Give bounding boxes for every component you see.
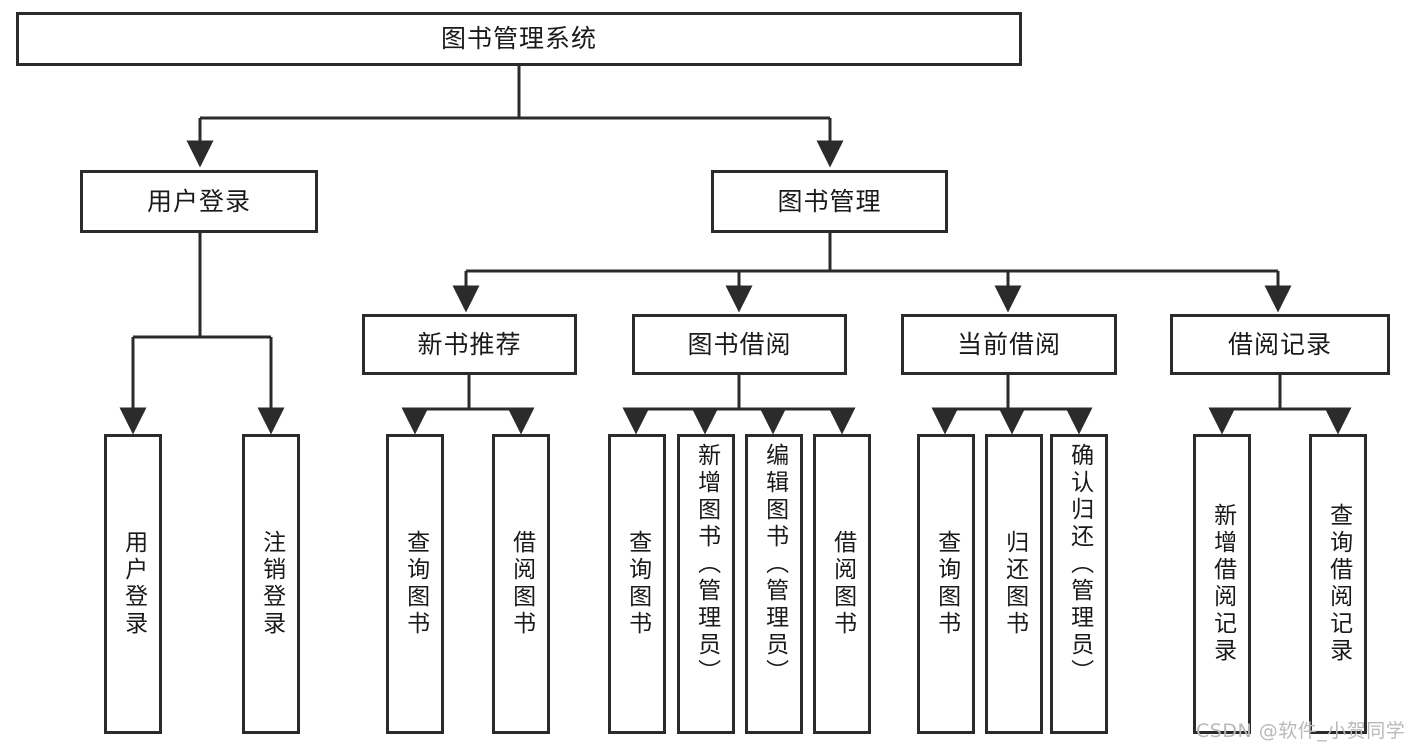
node-label: 新增图书（管理员） — [693, 443, 720, 686]
node-new-book-recommend[interactable]: 新书推荐 — [362, 314, 577, 375]
node-label: 查询借阅记录 — [1325, 503, 1352, 665]
leaf-current-borrow-2[interactable]: 确认归还（管理员） — [1050, 434, 1108, 734]
node-label: 编辑图书（管理员） — [761, 443, 788, 686]
csdn-watermark: CSDN @软件_小贺同学 — [1196, 720, 1405, 742]
node-label: 图书借阅 — [687, 329, 792, 359]
node-label: 当前借阅 — [956, 329, 1061, 359]
node-book-management[interactable]: 图书管理 — [711, 170, 948, 233]
leaf-new-book-0[interactable]: 查询图书 — [386, 434, 444, 734]
leaf-current-borrow-0[interactable]: 查询图书 — [917, 434, 975, 734]
node-label: 查询图书 — [402, 530, 429, 638]
leaf-book-borrow-3[interactable]: 借阅图书 — [813, 434, 871, 734]
leaf-current-borrow-1[interactable]: 归还图书 — [985, 434, 1043, 734]
node-borrow-record[interactable]: 借阅记录 — [1170, 314, 1390, 375]
node-label: 用户登录 — [120, 530, 147, 638]
node-label: 查询图书 — [933, 530, 960, 638]
node-label: 用户登录 — [146, 186, 251, 216]
leaf-book-borrow-1[interactable]: 新增图书（管理员） — [677, 434, 735, 734]
node-label: 查询图书 — [624, 530, 651, 638]
leaf-book-borrow-0[interactable]: 查询图书 — [608, 434, 666, 734]
node-label: 确认归还（管理员） — [1066, 443, 1093, 686]
node-current-borrow[interactable]: 当前借阅 — [901, 314, 1117, 375]
node-label: 新增借阅记录 — [1209, 503, 1236, 665]
leaf-user-login-0[interactable]: 用户登录 — [104, 434, 162, 734]
node-label: 借阅图书 — [829, 530, 856, 638]
leaf-book-borrow-2[interactable]: 编辑图书（管理员） — [745, 434, 803, 734]
node-label: 图书管理系统 — [440, 24, 597, 54]
node-book-borrow[interactable]: 图书借阅 — [632, 314, 847, 375]
node-label: 归还图书 — [1001, 530, 1028, 638]
node-label: 借阅记录 — [1227, 329, 1332, 359]
leaf-borrow-record-1[interactable]: 查询借阅记录 — [1309, 434, 1367, 734]
leaf-borrow-record-0[interactable]: 新增借阅记录 — [1193, 434, 1251, 734]
node-label: 新书推荐 — [417, 329, 522, 359]
node-label: 借阅图书 — [508, 530, 535, 638]
node-root-book-management-system[interactable]: 图书管理系统 — [16, 12, 1022, 66]
node-label: 图书管理 — [777, 186, 882, 216]
node-user-login[interactable]: 用户登录 — [80, 170, 318, 233]
node-label: 注销登录 — [258, 530, 285, 638]
leaf-new-book-1[interactable]: 借阅图书 — [492, 434, 550, 734]
leaf-user-login-1[interactable]: 注销登录 — [242, 434, 300, 734]
